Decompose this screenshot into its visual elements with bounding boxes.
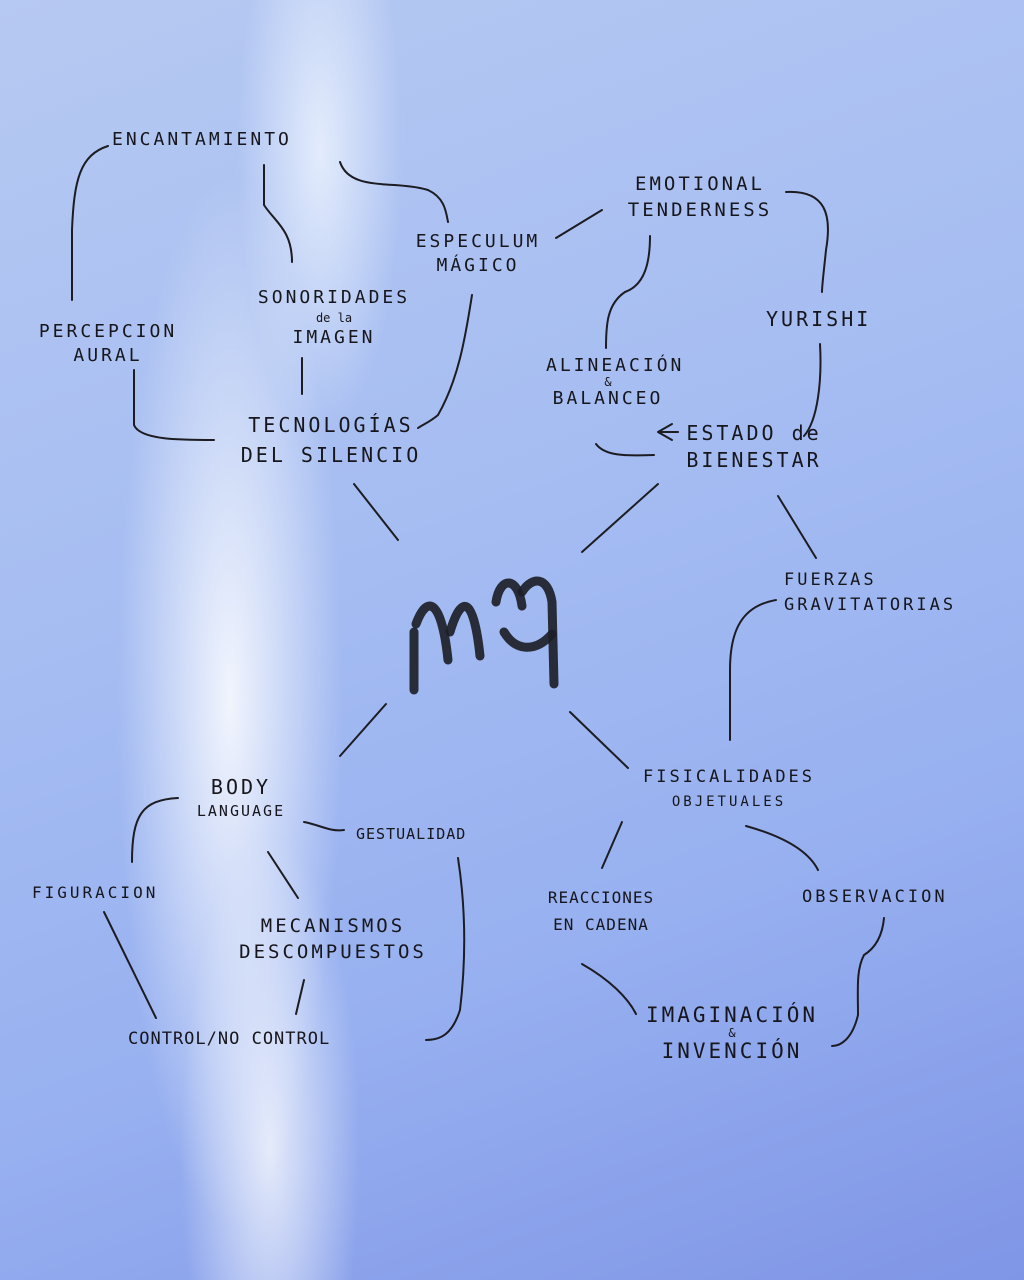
link-gestualidad-control [425,857,466,1041]
link-encantamiento-sonoridades [263,164,293,263]
node-figuracion: FIGURACION [32,882,158,904]
node-fisicalidades: FISICALIDADES OBJETUALES [626,764,832,814]
node-fuerzas: FUERZAS GRAVITATORIAS [784,568,984,617]
node-observacion-label: OBSERVACION [802,887,948,907]
node-fuerzas-line2: GRAVITATORIAS [784,594,957,615]
node-gestualidad: GESTUALIDAD [356,824,466,844]
node-reacciones-line1: REACCIONES [547,888,655,907]
link-body-figuracion [131,797,179,863]
node-alineacion-line3: BALANCEO [552,387,664,409]
node-imaginacion: IMAGINACIÓN & INVENCIÓN [624,1003,840,1064]
node-control: CONTROL/NO CONTROL [128,1028,330,1051]
link-emotional-alineacion [605,235,651,349]
node-alineacion-line1: ALINEACIÓN [546,355,685,376]
node-reacciones-line2: EN CADENA [553,915,649,935]
spoke-body [339,703,387,757]
node-especulum: ESPECULUM MÁGICO [404,230,552,279]
spoke-estado [581,483,659,553]
node-tecnologias-line2: DEL SILENCIO [240,443,422,467]
link-fuerzas-fisicalidades [729,599,777,741]
node-especulum-line1: ESPECULUM [415,231,541,252]
arrow-head [657,423,679,441]
node-percepcion-line2: AURAL [73,345,143,367]
link-especulum-tecnologias [417,294,473,429]
node-sonoridades-line2: de la [315,311,353,326]
node-estado-line1: ESTADO de [686,421,822,445]
node-body-line2: LANGUAGE [196,802,286,820]
link-yurishi-estado [803,343,822,437]
link-figuracion-control [103,911,157,1019]
node-body: BODY LANGUAGE [182,774,300,821]
node-mecanismos-line1: MECANISMOS [260,915,406,937]
link-fisicalidades-reacciones [601,821,623,869]
spoke-tecnologias [353,483,399,541]
link-reacciones-imaginacion [581,963,637,1015]
node-control-label: CONTROL/NO CONTROL [128,1029,331,1049]
link-emotional-yurishi [785,190,829,293]
node-sonoridades-line3: IMAGEN [292,327,376,349]
node-especulum-line2: MÁGICO [436,255,520,277]
node-reacciones: REACCIONES EN CADENA [526,884,676,938]
node-yurishi: YURISHI [766,306,871,333]
node-mecanismos: MECANISMOS DESCOMPUESTOS [218,914,448,965]
node-emotional-line1: EMOTIONAL [635,173,765,195]
link-body-gestualidad [303,821,345,832]
node-figuracion-label: FIGURACION [32,883,159,902]
node-alineacion-line2: & [604,374,612,389]
node-estado-line2: BIENESTAR [686,448,822,472]
node-mecanismos-line2: DESCOMPUESTOS [239,940,427,963]
link-especulum-emotional [555,209,603,239]
link-percepcion-tecnologias [133,369,215,441]
node-tecnologias: TECNOLOGÍAS DEL SILENCIO [218,410,444,470]
link-body-mecanismos [267,851,299,899]
node-estado: ESTADO de BIENESTAR [674,420,834,474]
mq-monogram-icon [409,576,559,695]
node-gestualidad-label: GESTUALIDAD [356,825,467,843]
node-fisicalidades-line1: FISICALIDADES [642,767,816,787]
link-mecanismos-control [295,979,305,1015]
node-imaginacion-line1: IMAGINACIÓN [645,1003,819,1027]
node-imaginacion-line3: INVENCIÓN [661,1039,803,1064]
node-imaginacion-line2: & [728,1026,736,1041]
link-encantamiento-especulum [339,161,449,223]
node-encantamiento-label: ENCANTAMIENTO [112,129,292,150]
node-yurishi-label: YURISHI [766,307,872,331]
node-alineacion: ALINEACIÓN & BALANCEO [546,355,685,409]
node-emotional: EMOTIONAL TENDERNESS [604,172,796,223]
node-fisicalidades-line2: OBJETUALES [671,794,787,811]
node-percepcion-line1: PERCEPCION [38,321,178,342]
node-encantamiento: ENCANTAMIENTO [112,128,292,152]
link-alineacion-estado [595,443,655,457]
node-percepcion: PERCEPCION AURAL [28,320,188,369]
node-sonoridades-line1: SONORIDADES [257,287,411,308]
link-estado-fuerzas [777,495,817,559]
link-encantamiento-percepcion [71,145,109,301]
link-fisicalidades-observacion [745,825,819,871]
spoke-fisicalidades [569,711,629,769]
node-emotional-line2: TENDERNESS [627,198,773,221]
link-observacion-imaginacion [831,917,885,1047]
node-tecnologias-line1: TECNOLOGÍAS [248,413,414,437]
node-body-line1: BODY [210,775,272,799]
node-fuerzas-line1: FUERZAS [784,570,877,590]
node-sonoridades: SONORIDADES de la IMAGEN [246,286,422,351]
node-observacion: OBSERVACION [802,886,948,909]
